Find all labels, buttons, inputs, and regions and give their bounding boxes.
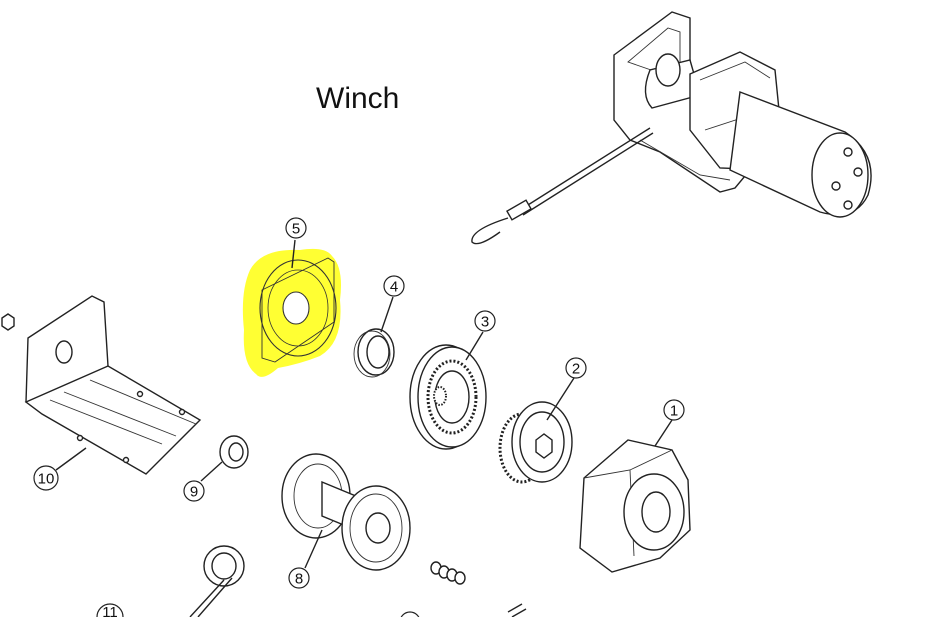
callout-7: 7 bbox=[400, 611, 420, 617]
callout-10: 10 bbox=[33, 465, 59, 491]
callout-4: 4 bbox=[383, 275, 405, 297]
callout-8: 8 bbox=[288, 567, 310, 589]
callout-2: 2 bbox=[565, 357, 587, 379]
part-3-ring-gear bbox=[409, 344, 487, 450]
part-9-washer bbox=[219, 435, 249, 469]
callout-11: 11 bbox=[96, 603, 124, 617]
part-11-clip bbox=[189, 545, 245, 617]
part-10-bracket bbox=[1, 295, 202, 475]
callout-4-label: 4 bbox=[390, 279, 398, 296]
callout-9: 9 bbox=[183, 480, 205, 502]
callout-9-label: 9 bbox=[190, 484, 198, 501]
callout-10-label: 10 bbox=[38, 471, 55, 488]
callout-1: 1 bbox=[663, 399, 685, 421]
part-4-seal bbox=[353, 328, 395, 378]
callout-7-label: 7 bbox=[406, 615, 414, 617]
leader-lines bbox=[55, 239, 673, 569]
diagram-title: Winch bbox=[316, 82, 400, 115]
callout-3-label: 3 bbox=[481, 314, 489, 331]
callout-8-label: 8 bbox=[295, 571, 303, 588]
callout-3: 3 bbox=[474, 310, 496, 332]
part-2-planet-gear bbox=[498, 401, 573, 484]
assembled-winch bbox=[471, 11, 872, 245]
part-8-spool bbox=[281, 453, 411, 571]
part-1-housing bbox=[579, 439, 691, 573]
part-7-spring bbox=[430, 561, 527, 617]
callout-1-label: 1 bbox=[670, 403, 678, 420]
part-5-plate bbox=[242, 248, 341, 377]
callout-5-label: 5 bbox=[292, 221, 300, 238]
callout-5: 5 bbox=[285, 217, 307, 239]
callout-2-label: 2 bbox=[572, 361, 580, 378]
callout-11-label: 11 bbox=[102, 604, 118, 617]
